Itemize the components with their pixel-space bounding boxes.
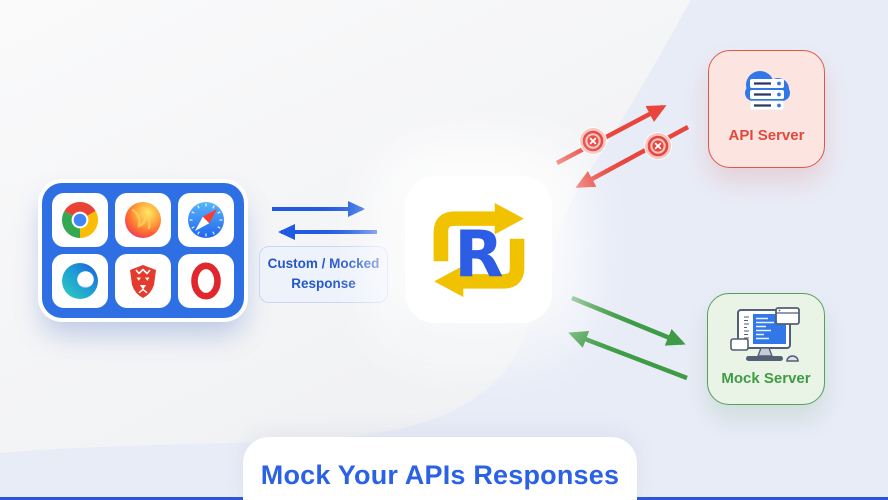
browser-tile-chrome	[52, 193, 108, 247]
response-label: Custom / Mocked Response	[259, 246, 388, 303]
browser-tile-safari	[178, 193, 234, 247]
blocked-icon	[644, 132, 672, 160]
blocked-api-arrows	[555, 105, 690, 188]
logo-letter: R	[454, 217, 503, 291]
browsers-card	[42, 183, 244, 318]
cloud-server-icon	[744, 71, 790, 111]
api-server-label: API Server	[728, 127, 805, 144]
opera-icon	[191, 262, 221, 300]
chrome-icon	[61, 201, 99, 238]
mock-server-arrows	[568, 295, 688, 381]
requestly-card: R	[405, 176, 552, 323]
browser-tile-edge	[52, 254, 108, 308]
mock-server-label: Mock Server	[721, 370, 811, 387]
requestly-logo-icon: R	[433, 202, 524, 297]
headline-text: Mock Your APIs Responses	[260, 460, 620, 490]
edge-icon	[62, 263, 98, 299]
firefox-icon	[125, 202, 161, 238]
browser-tile-firefox	[115, 193, 171, 247]
mock-server-card: Mock Server	[707, 293, 825, 405]
api-server-card: API Server	[708, 50, 825, 168]
browser-tile-opera	[178, 254, 234, 308]
blocked-icon	[579, 127, 607, 155]
mock-server-monitor-icon	[730, 307, 800, 362]
safari-icon	[188, 202, 224, 238]
browser-to-proxy-arrows	[272, 201, 377, 240]
headline-card: Mock Your APIs Responses	[243, 437, 637, 500]
browser-tile-brave	[115, 254, 171, 308]
brave-icon	[130, 265, 156, 298]
